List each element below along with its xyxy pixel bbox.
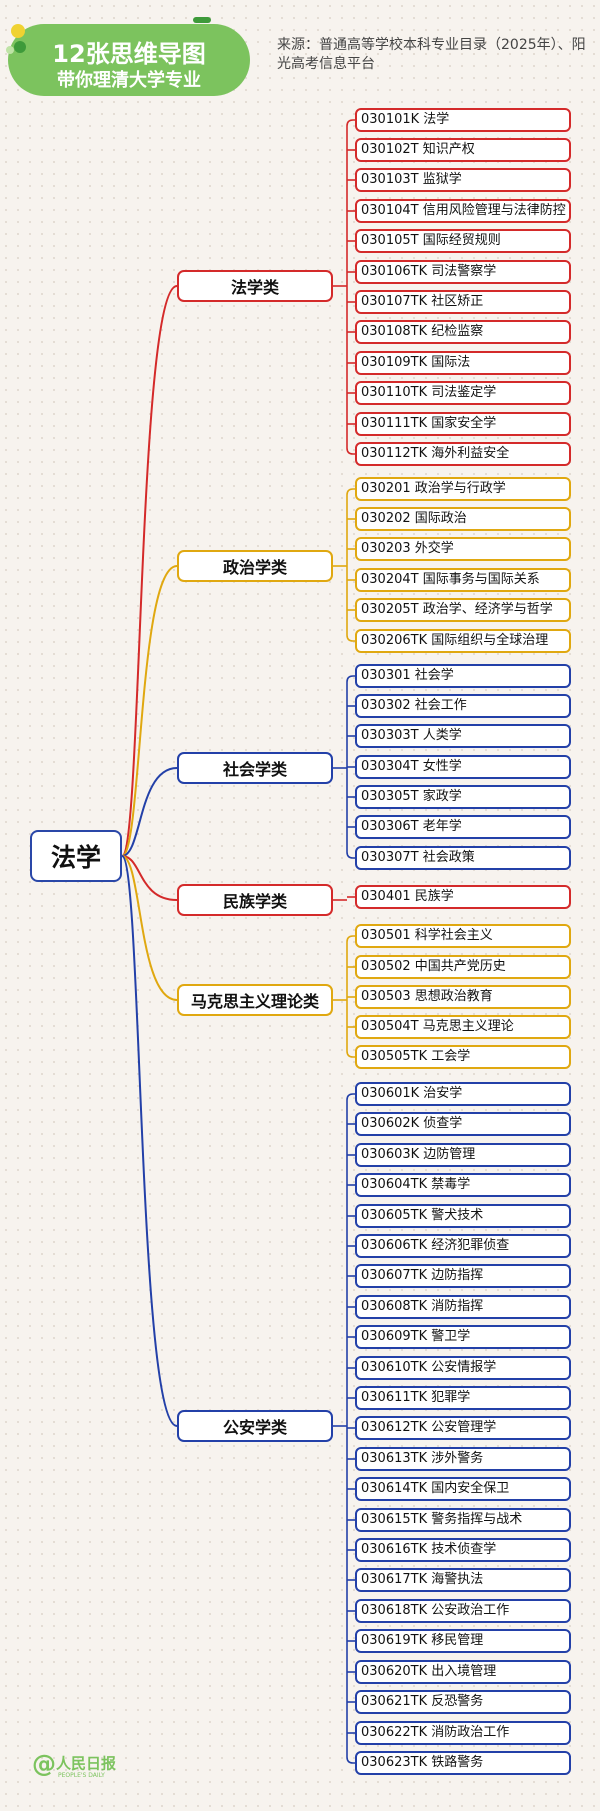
item-connector — [346, 935, 355, 943]
major-item: 030104T 信用风险管理与法律防控 — [355, 199, 571, 223]
major-item: 030502 中国共产党历史 — [355, 955, 571, 979]
major-item: 030623TK 铁路警务 — [355, 1751, 571, 1775]
title-badge: 12张思维导图 带你理清大学专业 — [8, 24, 250, 96]
people-daily-logo: @人民日报 PEOPLE'S DAILY — [32, 1750, 117, 1779]
major-item: 030112TK 海外利益安全 — [355, 442, 571, 466]
root-connector — [121, 855, 178, 1427]
major-item: 030108TK 纪检监察 — [355, 320, 571, 344]
major-item: 030103T 监狱学 — [355, 168, 571, 192]
decor-dot-yellow — [11, 24, 25, 38]
logo-subtext: PEOPLE'S DAILY — [58, 1772, 105, 1779]
item-connector — [346, 119, 355, 127]
category-node: 马克思主义理论类 — [177, 984, 333, 1016]
major-item: 030205T 政治学、经济学与哲学 — [355, 598, 571, 622]
major-item: 030305T 家政学 — [355, 785, 571, 809]
root-connector — [121, 855, 178, 1001]
major-item: 030307T 社会政策 — [355, 846, 571, 870]
major-item: 030618TK 公安政治工作 — [355, 1599, 571, 1623]
category-node: 公安学类 — [177, 1410, 333, 1442]
major-item: 030619TK 移民管理 — [355, 1629, 571, 1653]
major-item: 030306T 老年学 — [355, 815, 571, 839]
major-item: 030620TK 出入境管理 — [355, 1660, 571, 1684]
major-item: 030604TK 禁毒学 — [355, 1173, 571, 1197]
category-node: 法学类 — [177, 270, 333, 302]
major-item: 030617TK 海警执法 — [355, 1568, 571, 1592]
major-item: 030607TK 边防指挥 — [355, 1264, 571, 1288]
major-item: 030203 外交学 — [355, 537, 571, 561]
major-item: 030603K 边防管理 — [355, 1143, 571, 1167]
item-connector — [346, 447, 355, 455]
major-item: 030503 思想政治教育 — [355, 985, 571, 1009]
source-note: 来源：普通高等学校本科专业目录（2025年）、阳光高考信息平台 — [277, 37, 586, 72]
major-item: 030109TK 国际法 — [355, 351, 571, 375]
major-item: 030605TK 警犬技术 — [355, 1204, 571, 1228]
item-connector — [346, 1050, 355, 1058]
major-item: 030606TK 经济犯罪侦查 — [355, 1234, 571, 1258]
logo-mark-icon: @ — [32, 1750, 56, 1778]
major-item: 030102T 知识产权 — [355, 138, 571, 162]
item-connector — [346, 1756, 355, 1764]
decor-bar — [193, 17, 211, 23]
major-item: 030101K 法学 — [355, 108, 571, 132]
root-connector — [121, 565, 178, 857]
major-item: 030110TK 司法鉴定学 — [355, 381, 571, 405]
major-item: 030401 民族学 — [355, 885, 571, 909]
category-node: 政治学类 — [177, 550, 333, 582]
major-item: 030202 国际政治 — [355, 507, 571, 531]
major-item: 030302 社会工作 — [355, 694, 571, 718]
major-item: 030501 科学社会主义 — [355, 924, 571, 948]
major-item: 030107TK 社区矫正 — [355, 290, 571, 314]
title-line1: 12张思维导图 — [52, 40, 206, 68]
major-item: 030201 政治学与行政学 — [355, 477, 571, 501]
major-item: 030111TK 国家安全学 — [355, 412, 571, 436]
decor-dot-light — [6, 46, 14, 54]
item-connector — [346, 851, 355, 859]
major-item: 030608TK 消防指挥 — [355, 1295, 571, 1319]
item-connector — [346, 634, 355, 642]
item-connector — [346, 675, 355, 683]
category-node: 民族学类 — [177, 884, 333, 916]
major-item: 030616TK 技术侦查学 — [355, 1538, 571, 1562]
major-item: 030611TK 犯罪学 — [355, 1386, 571, 1410]
major-item: 030614TK 国内安全保卫 — [355, 1477, 571, 1501]
major-item: 030504T 马克思主义理论 — [355, 1015, 571, 1039]
major-item: 030612TK 公安管理学 — [355, 1416, 571, 1440]
major-item: 030602K 侦查学 — [355, 1112, 571, 1136]
category-node: 社会学类 — [177, 752, 333, 784]
major-item: 030609TK 警卫学 — [355, 1325, 571, 1349]
major-item: 030615TK 警务指挥与战术 — [355, 1508, 571, 1532]
decor-dot-green — [14, 41, 26, 53]
major-item: 030601K 治安学 — [355, 1082, 571, 1106]
major-item: 030622TK 消防政治工作 — [355, 1721, 571, 1745]
major-item: 030204T 国际事务与国际关系 — [355, 568, 571, 592]
major-item: 030303T 人类学 — [355, 724, 571, 748]
root-connector — [121, 855, 178, 901]
major-item: 030106TK 司法警察学 — [355, 260, 571, 284]
major-item: 030505TK 工会学 — [355, 1045, 571, 1069]
major-item: 030304T 女性学 — [355, 755, 571, 779]
item-connector — [346, 1093, 355, 1101]
major-item: 030613TK 涉外警务 — [355, 1447, 571, 1471]
root-node: 法学 — [30, 830, 122, 882]
major-item: 030301 社会学 — [355, 664, 571, 688]
item-connector — [346, 488, 355, 496]
title-line2: 带你理清大学专业 — [57, 70, 201, 91]
root-connector — [121, 285, 178, 857]
major-item: 030610TK 公安情报学 — [355, 1356, 571, 1380]
root-connector — [121, 767, 178, 857]
major-item: 030621TK 反恐警务 — [355, 1690, 571, 1714]
major-item: 030206TK 国际组织与全球治理 — [355, 629, 571, 653]
major-item: 030105T 国际经贸规则 — [355, 229, 571, 253]
logo-text: 人民日报 — [56, 1754, 117, 1773]
